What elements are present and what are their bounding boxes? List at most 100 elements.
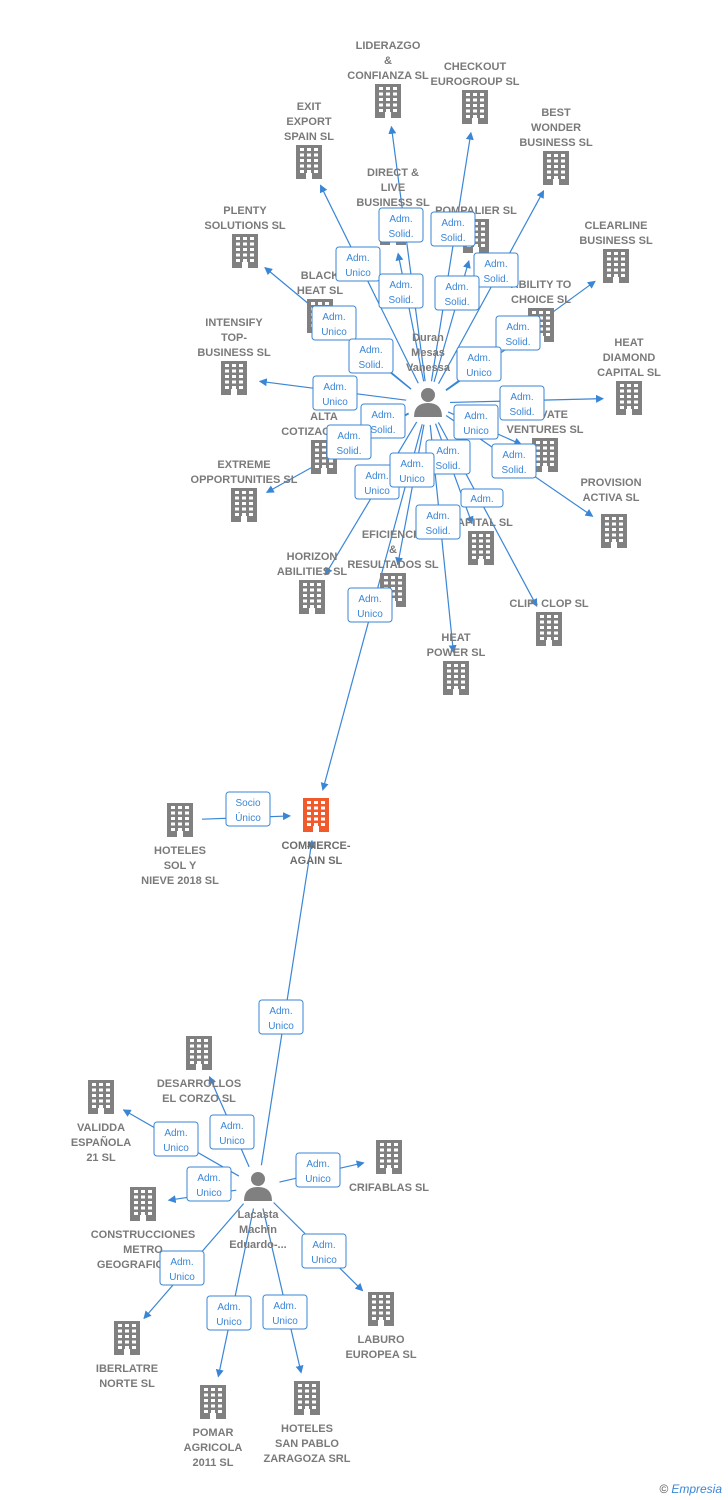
heatdiamond-label-line: CAPITAL SL bbox=[597, 367, 661, 379]
horizon-label-line: ABILITIES SL bbox=[277, 566, 348, 578]
edge-label-duran-exit[interactable]: Adm.Unico bbox=[335, 246, 381, 282]
edge-label-duran-ability[interactable]: Adm.Unico bbox=[456, 346, 502, 382]
edge-duran-liderazgo bbox=[388, 125, 426, 382]
edge-role-text: Unico bbox=[305, 1174, 331, 1185]
horizon-building-icon[interactable] bbox=[299, 580, 325, 614]
edge-label-lacasta-commerce[interactable]: Adm.Unico bbox=[258, 999, 304, 1035]
focus-company-building-icon[interactable] bbox=[303, 798, 329, 832]
plenty-building-icon[interactable] bbox=[232, 234, 258, 268]
validda-building-icon[interactable] bbox=[88, 1080, 114, 1114]
edge-label-duran-heatpower[interactable]: Adm.Solid. bbox=[415, 504, 461, 540]
iberlatre-building-icon[interactable] bbox=[114, 1321, 140, 1355]
edge-label-duran-bestwonder[interactable]: Adm. Solid. bbox=[473, 252, 519, 288]
edge-role-text: Solid. bbox=[483, 274, 508, 285]
edge-role-text: Adm. bbox=[441, 218, 464, 229]
edge-label-duran-clearline[interactable]: Adm.Solid. bbox=[495, 315, 541, 351]
hoteles_sp-label-line: SAN PABLO bbox=[275, 1438, 339, 1450]
eficiencia-label-line: & bbox=[389, 544, 397, 556]
alta-building-icon[interactable] bbox=[311, 440, 337, 474]
lacasta-person-icon[interactable] bbox=[244, 1172, 272, 1201]
edge-label-duran-extreme[interactable]: Adm.Solid. bbox=[326, 424, 372, 460]
edge-label-lacasta-laburo[interactable]: Adm. Unico bbox=[301, 1233, 347, 1269]
edge-role-text: Unico bbox=[321, 327, 347, 338]
edge-label-duran-directlive[interactable]: Adm.Solid. bbox=[378, 273, 424, 309]
duran-person-icon[interactable] bbox=[414, 388, 442, 417]
edge-label-duran-blackheat[interactable]: Adm.Solid. bbox=[348, 338, 394, 374]
provision-label-line: ACTIVA SL bbox=[583, 492, 640, 504]
heatpower-label-line: POWER SL bbox=[427, 647, 486, 659]
exit-building-icon[interactable] bbox=[296, 145, 322, 179]
edge-role-text: Adm. bbox=[164, 1128, 187, 1139]
edge-role-text: Unico bbox=[311, 1255, 337, 1266]
exit-label-line: SPAIN SL bbox=[284, 131, 334, 143]
edge-role-text: Socio bbox=[235, 798, 260, 809]
edge-label-lacasta-construcciones[interactable]: Adm.Unico bbox=[186, 1166, 232, 1202]
edge-label-lacasta-desarrollos[interactable]: Adm.Unico bbox=[209, 1114, 255, 1150]
capital-building-icon[interactable] bbox=[468, 531, 494, 565]
edge-role-text: Adm. bbox=[510, 392, 533, 403]
edge-label-duran-pompalier[interactable]: Adm.Solid. bbox=[434, 275, 480, 311]
edge-label-duran-plenty[interactable]: Adm.Unico bbox=[311, 305, 357, 341]
pomar-label-line: AGRICOLA bbox=[184, 1442, 243, 1454]
edge-role-text: Adm. bbox=[312, 1240, 335, 1251]
edge-label-duran-eficiencia[interactable]: Adm.Unico bbox=[389, 452, 435, 488]
heatdiamond-building-icon[interactable] bbox=[616, 381, 642, 415]
edge-label-duran-checkout[interactable]: Adm.Solid. bbox=[430, 211, 476, 247]
edge-duran-exit bbox=[319, 184, 419, 384]
edge-label-duran-capital[interactable]: Adm.Solid. bbox=[425, 439, 471, 475]
validda-label-line: ESPAÑOLA bbox=[71, 1136, 131, 1149]
clipclop-building-icon[interactable] bbox=[536, 612, 562, 646]
provision-label-line: PROVISION bbox=[580, 477, 641, 489]
edge-duran-eficiencia bbox=[395, 424, 425, 566]
construcciones-building-icon[interactable] bbox=[130, 1187, 156, 1221]
edge-label-duran-liderazgo[interactable]: Adm.Solid. bbox=[378, 207, 424, 243]
liderazgo-building-icon[interactable] bbox=[375, 84, 401, 118]
edge-role-text: Solid. bbox=[501, 465, 526, 476]
pomar-building-icon[interactable] bbox=[200, 1385, 226, 1419]
eficiencia-label-line: RESULTADOS SL bbox=[347, 559, 439, 571]
heatpower-building-icon[interactable] bbox=[443, 661, 469, 695]
laburo-building-icon[interactable] bbox=[368, 1292, 394, 1326]
provision-building-icon[interactable] bbox=[601, 514, 627, 548]
edge-label-duran-alta[interactable]: Adm.Solid. bbox=[360, 403, 406, 439]
blackheat-label-line: HEAT SL bbox=[297, 285, 344, 297]
laburo-label-line: EUROPEA SL bbox=[345, 1349, 416, 1361]
edge-role-text: Adm. bbox=[400, 459, 423, 470]
edge-label-lacasta-crifablas[interactable]: Adm. Unico bbox=[295, 1152, 341, 1188]
edge-role-text: Solid. bbox=[388, 229, 413, 240]
pomar-label-line: POMAR bbox=[193, 1427, 234, 1439]
hoteles_sp-building-icon[interactable] bbox=[294, 1381, 320, 1415]
edge-lacasta-hoteles_sp bbox=[262, 1208, 304, 1374]
edge-label-duran-provision[interactable]: Adm.Solid. bbox=[491, 443, 537, 479]
edge-label-lacasta-iberlatre[interactable]: Adm.Unico bbox=[159, 1250, 205, 1286]
edge-role-text: Adm. bbox=[306, 1159, 329, 1170]
edge-role-text: Unico bbox=[268, 1021, 294, 1032]
extreme-building-icon[interactable] bbox=[231, 488, 257, 522]
edge-label-duran-private[interactable]: Adm.Unico bbox=[453, 404, 499, 440]
edge-label-duran-intensify[interactable]: Adm.Unico bbox=[312, 375, 358, 411]
duran-name-line: Vanessa bbox=[406, 362, 451, 374]
edge-label-lacasta-hoteles_sp[interactable]: Adm.Unico bbox=[262, 1294, 308, 1330]
crifablas-building-icon[interactable] bbox=[376, 1140, 402, 1174]
clearline-building-icon[interactable] bbox=[603, 249, 629, 283]
edge-role-text: Unico bbox=[345, 268, 371, 279]
exit-label-line: EXIT bbox=[297, 101, 322, 113]
checkout-building-icon[interactable] bbox=[462, 90, 488, 124]
clearline-label-line: BUSINESS SL bbox=[579, 235, 653, 247]
edge-label-duran-clipclop[interactable]: Adm. bbox=[460, 488, 504, 508]
intensify-building-icon[interactable] bbox=[221, 361, 247, 395]
edge-label-lacasta-validda[interactable]: Adm.Unico bbox=[153, 1121, 199, 1157]
edge-role-text: Adm. bbox=[484, 259, 507, 270]
footer-brand[interactable]: ©Empresia bbox=[659, 1482, 722, 1496]
edge-label-lacasta-pomar[interactable]: Adm.Unico bbox=[206, 1295, 252, 1331]
edge-label-duran-heatdiamond[interactable]: Adm.Solid. bbox=[499, 385, 545, 421]
edge-label-duran-commerce[interactable]: Adm.Unico bbox=[347, 587, 393, 623]
clipclop-label-line: CLIP- CLOP SL bbox=[509, 598, 589, 610]
bestwonder-building-icon[interactable] bbox=[543, 151, 569, 185]
nodes-layer: LIDERAZGO&CONFIANZA SLCHECKOUTEUROGROUP … bbox=[71, 40, 661, 1469]
hoteles_sol-building-icon[interactable] bbox=[167, 803, 193, 837]
edge-role-text: Solid. bbox=[336, 446, 361, 457]
bestwonder-label-line: WONDER bbox=[531, 122, 581, 134]
desarrollos-building-icon[interactable] bbox=[186, 1036, 212, 1070]
